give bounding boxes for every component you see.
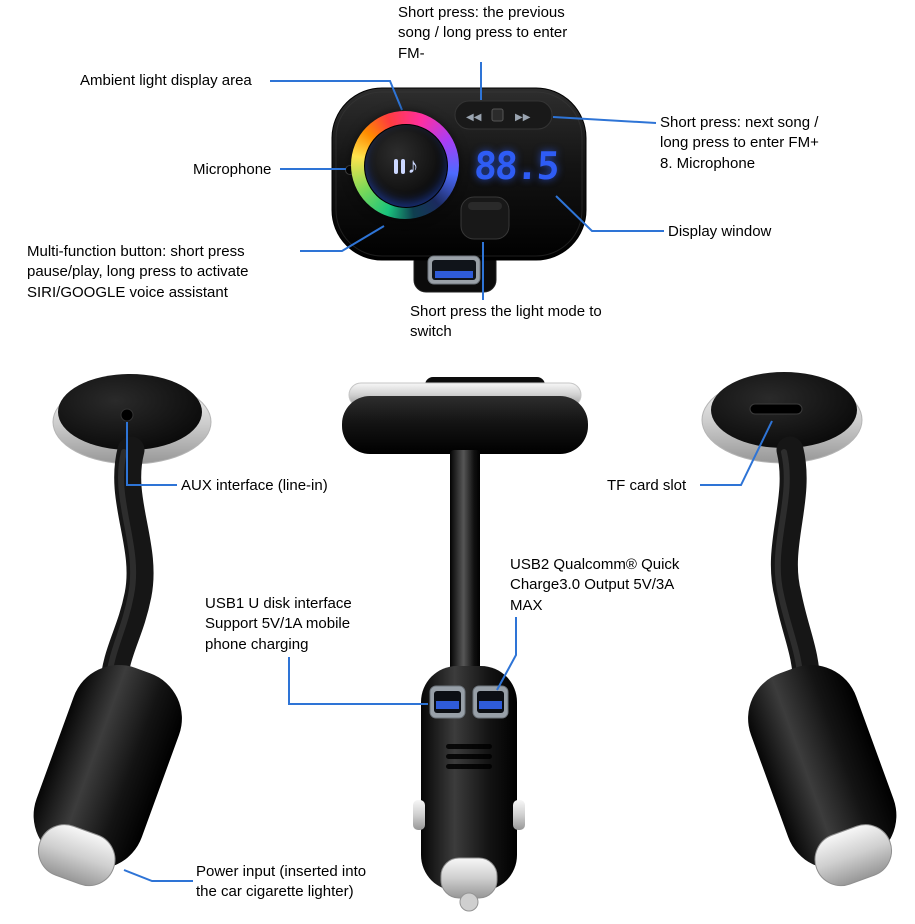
right-angle-view: [701, 372, 897, 887]
callout-multi-function-line: [300, 225, 385, 252]
right-plug-tip: [814, 824, 892, 887]
center-plug-nub: [459, 892, 479, 912]
pairing-button[interactable]: [491, 108, 504, 122]
bottom-center-view: [342, 377, 588, 912]
pause-icon: [393, 158, 398, 174]
side-contact: [413, 800, 425, 830]
pause-icon: [400, 158, 405, 174]
left-plug-body-group: [33, 664, 182, 887]
annotation-prev-song: Short press: the previous song / long pr…: [398, 4, 568, 62]
left-angle-view: [33, 374, 212, 887]
callout-lines: [123, 62, 773, 882]
left-gooseneck[interactable]: [99, 436, 154, 702]
usb1-tongue: [436, 701, 459, 709]
annotation-usb2: USB2 Qualcomm® Quick Charge3.0 Output 5V…: [510, 556, 680, 614]
callout-next-song-line: [552, 116, 657, 124]
fm-frequency-display: 88.5: [473, 144, 559, 188]
vent-slit: [446, 764, 492, 769]
right-plug-body: [748, 664, 897, 869]
annotation-display-window: Display window: [668, 223, 772, 240]
callout-ambient-line: [270, 80, 403, 111]
prev-track-icon[interactable]: ◀◀: [466, 112, 482, 123]
annotation-power-input: Power input (inserted into the car cigar…: [196, 863, 367, 901]
annotation-aux: AUX interface (line-in): [181, 477, 328, 494]
right-gooseneck-sheen: [774, 449, 804, 687]
center-plug-body: [421, 666, 517, 891]
annotation-usb1: USB1 U disk interface Support 5V/1A mobi…: [205, 595, 352, 653]
left-plug-body: [33, 664, 182, 869]
music-note-icon: ♪: [407, 153, 419, 178]
left-gooseneck-sheen: [105, 449, 137, 687]
side-contact: [513, 800, 525, 830]
usb2-tongue: [479, 701, 502, 709]
front-usb-tongue: [435, 271, 473, 278]
callout-power-input-line: [123, 869, 193, 882]
tf-card-slot[interactable]: [749, 403, 803, 415]
callout-tf-card-line: [700, 420, 773, 486]
annotation-next-song: Short press: next song / long press to e…: [660, 114, 819, 172]
center-gooseneck[interactable]: [450, 450, 480, 678]
next-track-icon[interactable]: ▶▶: [515, 112, 531, 123]
annotation-light-mode: Short press the light mode to switch: [410, 303, 602, 341]
light-mode-button-highlight: [468, 202, 502, 210]
annotation-tf-card: TF card slot: [607, 477, 687, 494]
center-plug-tip: [440, 857, 498, 899]
vent-slit: [446, 754, 492, 759]
center-head-underside: [342, 396, 588, 454]
annotation-ambient-light: Ambient light display area: [80, 72, 252, 89]
annotation-multi-function: Multi-function button: short press pause…: [27, 243, 249, 301]
multi-function-button[interactable]: ♪: [364, 124, 448, 208]
callout-usb2-line: [496, 617, 517, 691]
left-plug-tip: [38, 824, 116, 887]
callout-aux-line: [126, 422, 177, 486]
aux-port-hole[interactable]: [120, 408, 134, 422]
annotation-microphone: Microphone: [193, 161, 272, 178]
right-plug-body-group: [748, 664, 897, 887]
callout-display-window-line: [555, 195, 664, 232]
vent-slit: [446, 744, 492, 749]
right-gooseneck[interactable]: [770, 436, 821, 702]
callout-usb1-line: [288, 657, 428, 705]
